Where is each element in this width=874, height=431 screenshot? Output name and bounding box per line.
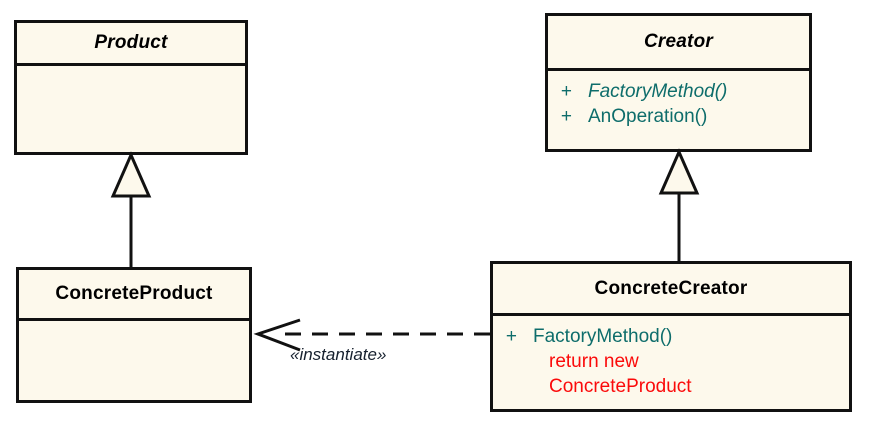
member-visibility: + [560,81,572,102]
class-title-product: Product [94,32,168,53]
class-box-creator[interactable]: Creator + FactoryMethod() + AnOperation(… [545,13,812,152]
method-note-line: return new [549,351,639,373]
class-box-product[interactable]: Product [14,20,248,155]
class-members-creator: + FactoryMethod() + AnOperation() [548,71,809,149]
method-note-line: ConcreteProduct [549,376,692,398]
class-members-concrete-product [19,321,249,400]
member-signature: FactoryMethod() [533,326,673,347]
class-title-concrete-product: ConcreteProduct [55,283,213,304]
class-box-concrete-creator[interactable]: ConcreteCreator + FactoryMethod() return… [490,261,852,412]
class-title-concrete-creator: ConcreteCreator [594,277,748,299]
member-signature: AnOperation() [588,106,708,128]
member-visibility: + [560,106,572,128]
class-title-creator: Creator [644,31,713,52]
member-row[interactable]: + FactoryMethod() [493,324,849,349]
class-separator [493,313,849,316]
hollow-triangle-arrowhead [110,151,152,198]
class-separator [17,63,245,66]
member-signature: FactoryMethod() [588,81,728,102]
class-box-concrete-product[interactable]: ConcreteProduct [16,267,252,403]
member-row[interactable]: + AnOperation() [548,104,809,129]
generalization-concrete-creator-to-creator[interactable] [658,148,700,261]
class-separator [548,68,809,71]
class-separator [19,318,249,321]
generalization-concrete-product-to-product[interactable] [110,151,152,267]
class-members-product [17,66,245,152]
dependency-stereotype-label: «instantiate» [290,345,387,364]
member-visibility: + [505,326,517,347]
class-members-concrete-creator: + FactoryMethod() return new ConcretePro… [493,316,849,409]
member-row[interactable]: + FactoryMethod() [548,79,809,104]
hollow-triangle-arrowhead [658,148,700,195]
